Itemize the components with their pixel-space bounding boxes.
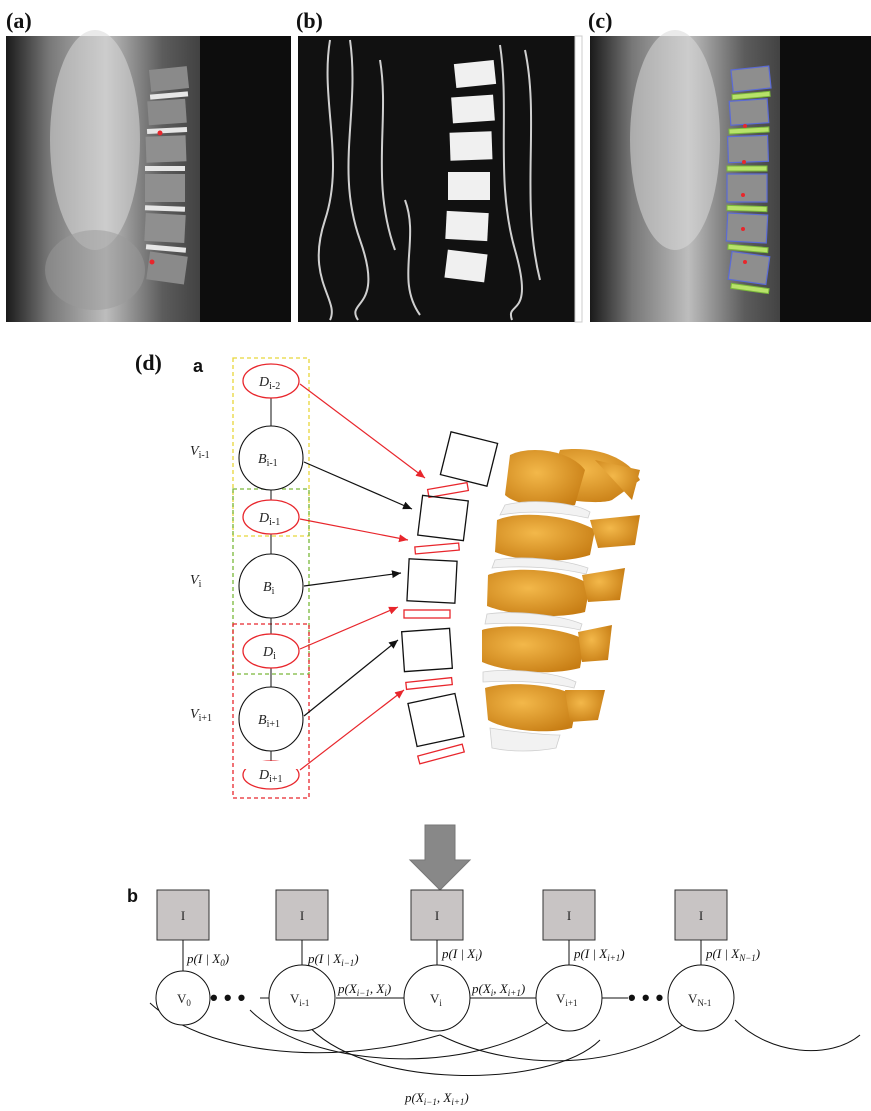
vertebra-label-vi-1: Vi-1 (190, 444, 210, 461)
disc-node-di+1: Di+1 (240, 761, 302, 789)
svg-text:p(I | Xi−1): p(I | Xi−1) (307, 951, 359, 968)
vertebra-label-vi+1: Vi+1 (190, 707, 212, 724)
body-node-bi: Bi (239, 554, 303, 618)
panel-label-c: (c) (588, 8, 612, 33)
disc-node-di: Di (243, 634, 299, 668)
arrow-red (300, 384, 425, 478)
column-i-1: I Vi-1 p(I | Xi−1) (269, 890, 359, 1031)
svg-text:I: I (300, 908, 304, 923)
ellipsis-left: • • • (210, 985, 245, 1010)
spine-3d-render (482, 449, 640, 751)
svg-text:I: I (567, 908, 571, 923)
pairwise-label-i-i+1: p(Xi, Xi+1) (471, 981, 525, 998)
vertebra-label-vi: Vi (190, 573, 202, 590)
schematic-spine (402, 432, 498, 764)
column-i+1: I Vi+1 p(I | Xi+1) (536, 890, 625, 1031)
svg-text:Vi: Vi (190, 573, 202, 590)
down-arrow (410, 825, 470, 890)
panel-label-b: (b) (296, 8, 323, 33)
panel-label-a: (a) (6, 8, 32, 33)
enhanced-image-b (298, 36, 582, 322)
mri-image-a (6, 30, 291, 322)
disc-node-di-2: Di-2 (243, 364, 299, 398)
svg-text:p(I | XN−1): p(I | XN−1) (705, 946, 760, 963)
mapping-arrows (300, 384, 425, 770)
part-label-b: b (127, 886, 138, 906)
arrow-red (300, 607, 398, 649)
ellipsis-right: • • • (628, 985, 663, 1010)
body-node-bi-1: Bi-1 (239, 426, 303, 490)
arrow-black (304, 640, 398, 716)
disc-node-di-1: Di-1 (243, 500, 299, 534)
svg-text:p(I | X0): p(I | X0) (186, 951, 229, 968)
skip-potential-label: p(Xi−1, Xi+1) (404, 1090, 469, 1107)
svg-text:p(I | Xi): p(I | Xi) (441, 946, 482, 963)
column-i: I Vi p(I | Xi) (404, 890, 482, 1031)
image-observation-nodes: I V0 p(I | X0) I Vi-1 p(I | Xi−1) I Vi p… (156, 890, 760, 1031)
arc (735, 1020, 860, 1051)
panel-label-d: (d) (135, 350, 162, 375)
arrow-black (304, 462, 412, 509)
part-label-a: a (193, 356, 204, 376)
column-n-1: I VN-1 p(I | XN−1) (668, 890, 760, 1031)
seed-point (150, 260, 155, 265)
arc (305, 1022, 600, 1076)
arrow-red (300, 519, 408, 540)
body-node-bi+1: Bi+1 (239, 687, 303, 751)
svg-text:Vi-1: Vi-1 (190, 444, 210, 461)
svg-text:Vi+1: Vi+1 (190, 707, 212, 724)
svg-text:p(I | Xi+1): p(I | Xi+1) (573, 946, 625, 963)
pairwise-label-i-1-i: p(Xi−1, Xi) (337, 981, 391, 998)
svg-text:I: I (699, 908, 703, 923)
seed-point (158, 131, 163, 136)
arrow-black (304, 573, 401, 586)
svg-text:I: I (181, 908, 185, 923)
skip-connection-arcs (150, 1003, 860, 1076)
segmented-image-c (590, 30, 871, 322)
svg-text:I: I (435, 908, 439, 923)
arrow-red (300, 690, 404, 770)
